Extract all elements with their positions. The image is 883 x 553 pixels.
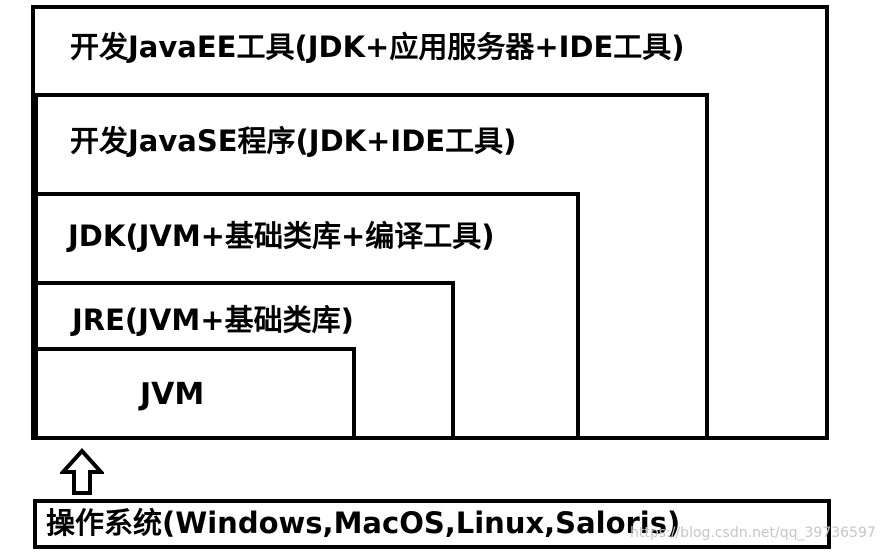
os-layer-box	[33, 499, 831, 549]
os-layer-label: 操作系统(Windows,MacOS,Linux,Saloris)	[46, 506, 681, 540]
layer-label-jre: JRE(JVM+基础类库)	[72, 303, 354, 337]
layer-box-jvm	[34, 347, 356, 440]
watermark: https://blog.csdn.net/qq_39736597	[630, 525, 876, 541]
layer-label-jvm: JVM	[140, 377, 205, 412]
up-arrow-icon	[60, 448, 104, 495]
layer-label-javase: 开发JavaSE程序(JDK+IDE工具)	[70, 124, 517, 158]
layer-label-jdk: JDK(JVM+基础类库+编译工具)	[68, 219, 495, 253]
layer-label-javaee: 开发JavaEE工具(JDK+应用服务器+IDE工具)	[70, 30, 685, 64]
